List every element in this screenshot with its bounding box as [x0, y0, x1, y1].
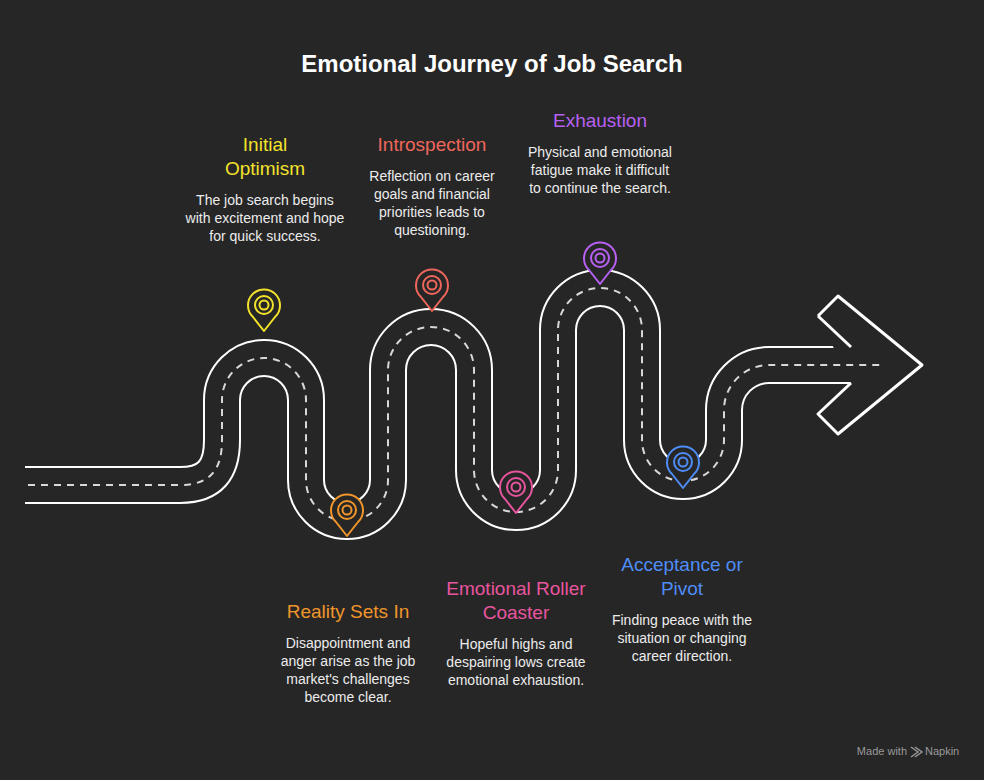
pin-outline	[584, 242, 616, 284]
stage-heading: Introspection	[357, 133, 507, 157]
pin-ring	[674, 453, 692, 471]
pin-ring	[596, 254, 605, 263]
stage-description: The job search begins with excitement an…	[185, 191, 345, 245]
stage-heading: Initial Optimism	[205, 133, 325, 181]
pin-outline	[331, 494, 363, 536]
watermark-text: Made with	[857, 745, 907, 757]
map-pin	[331, 494, 363, 536]
stage-heading: Reality Sets In	[273, 600, 423, 624]
watermark-brand: Napkin	[925, 745, 959, 757]
road-centerline	[28, 288, 880, 521]
pin-ring	[512, 483, 521, 492]
map-pin	[248, 289, 280, 331]
stage-description: Finding peace with the situation or chan…	[607, 611, 757, 665]
stage-label: Acceptance or PivotFinding peace with th…	[607, 553, 757, 665]
pin-ring	[338, 501, 356, 519]
stage-label: Initial OptimismThe job search begins wi…	[185, 133, 345, 245]
napkin-logo	[911, 747, 922, 757]
map-pin	[667, 446, 699, 488]
pin-ring	[343, 506, 352, 515]
stage-label: Emotional Roller CoasterHopeful highs an…	[441, 577, 591, 689]
stage-description: Reflection on career goals and financial…	[357, 167, 507, 239]
stage-label: ExhaustionPhysical and emotional fatigue…	[525, 109, 675, 197]
stage-description: Disappointment and anger arise as the jo…	[268, 634, 428, 706]
stage-heading: Acceptance or Pivot	[612, 553, 752, 601]
map-pin	[584, 242, 616, 284]
pin-ring	[591, 249, 609, 267]
diagram-title: Emotional Journey of Job Search	[0, 50, 984, 78]
stage-heading: Exhaustion	[525, 109, 675, 133]
stage-label: IntrospectionReflection on career goals …	[357, 133, 507, 239]
logo-mark	[911, 747, 922, 757]
pin-outline	[416, 269, 448, 311]
pin-ring	[507, 478, 525, 496]
pin-ring	[679, 458, 688, 467]
pin-outline	[667, 446, 699, 488]
stage-description: Physical and emotional fatigue make it d…	[525, 143, 675, 197]
road-surface	[25, 288, 862, 521]
pin-outline	[248, 289, 280, 331]
stage-description: Hopeful highs and despairing lows create…	[441, 635, 591, 689]
road-arrowhead-edge	[818, 316, 851, 347]
pin-ring	[260, 301, 269, 310]
stage-label: Reality Sets In Disappointment and anger …	[268, 600, 428, 706]
pin-outline	[500, 471, 532, 513]
pin-ring	[428, 281, 437, 290]
map-pin	[500, 471, 532, 513]
map-pin	[416, 269, 448, 311]
stage-heading: Emotional Roller Coaster	[446, 577, 586, 625]
pin-ring	[255, 296, 273, 314]
pin-ring	[423, 276, 441, 294]
